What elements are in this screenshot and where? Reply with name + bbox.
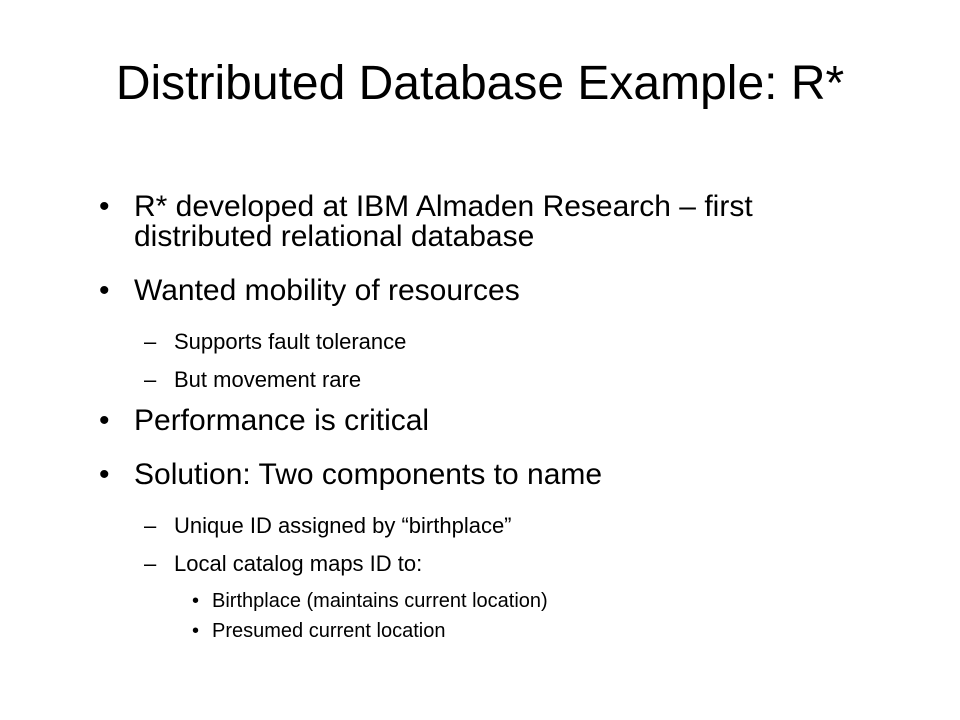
bullet-marker: • xyxy=(99,458,110,491)
bullet-text: R* developed at IBM Almaden Research – f… xyxy=(134,190,753,253)
sub-bullet-marker: – xyxy=(144,551,157,576)
sub-bullet-text: But movement rare xyxy=(174,367,362,392)
sub-bullet-marker: – xyxy=(144,367,157,392)
bullet-text: Performance is critical xyxy=(134,404,430,437)
bullet-marker: • xyxy=(99,404,110,437)
bullet-item: • Solution: Two components to name xyxy=(96,460,876,490)
bullet-marker: • xyxy=(99,274,110,307)
sub-bullet-item: – Supports fault tolerance xyxy=(96,330,876,354)
bullet-item: • Wanted mobility of resources xyxy=(96,276,876,306)
bullet-item: • Performance is critical xyxy=(96,406,876,436)
slide-title: Distributed Database Example: R* xyxy=(115,57,845,110)
sub-sub-bullet-marker: • xyxy=(192,590,200,612)
sub-sub-bullet-item: • Presumed current location xyxy=(96,620,876,642)
sub-bullet-item: – Unique ID assigned by “birthplace” xyxy=(96,514,876,538)
sub-bullet-text: Local catalog maps ID to: xyxy=(174,551,423,576)
bullet-list: • R* developed at IBM Almaden Research –… xyxy=(96,192,876,650)
sub-bullet-marker: – xyxy=(144,513,157,538)
bullet-text: Wanted mobility of resources xyxy=(134,274,520,307)
sub-sub-bullet-text: Birthplace (maintains current location) xyxy=(212,590,548,612)
sub-sub-bullet-marker: • xyxy=(192,620,200,642)
sub-bullet-text: Supports fault tolerance xyxy=(174,329,407,354)
sub-bullet-marker: – xyxy=(144,329,157,354)
sub-sub-bullet-item: • Birthplace (maintains current location… xyxy=(96,590,876,612)
sub-bullet-item: – Local catalog maps ID to: xyxy=(96,552,876,576)
sub-bullet-text: Unique ID assigned by “birthplace” xyxy=(174,513,512,538)
sub-sub-bullet-text: Presumed current location xyxy=(212,620,446,642)
sub-bullet-item: – But movement rare xyxy=(96,368,876,392)
bullet-marker: • xyxy=(99,190,110,223)
bullet-text: Solution: Two components to name xyxy=(134,458,603,491)
bullet-item: • R* developed at IBM Almaden Research –… xyxy=(96,192,876,252)
